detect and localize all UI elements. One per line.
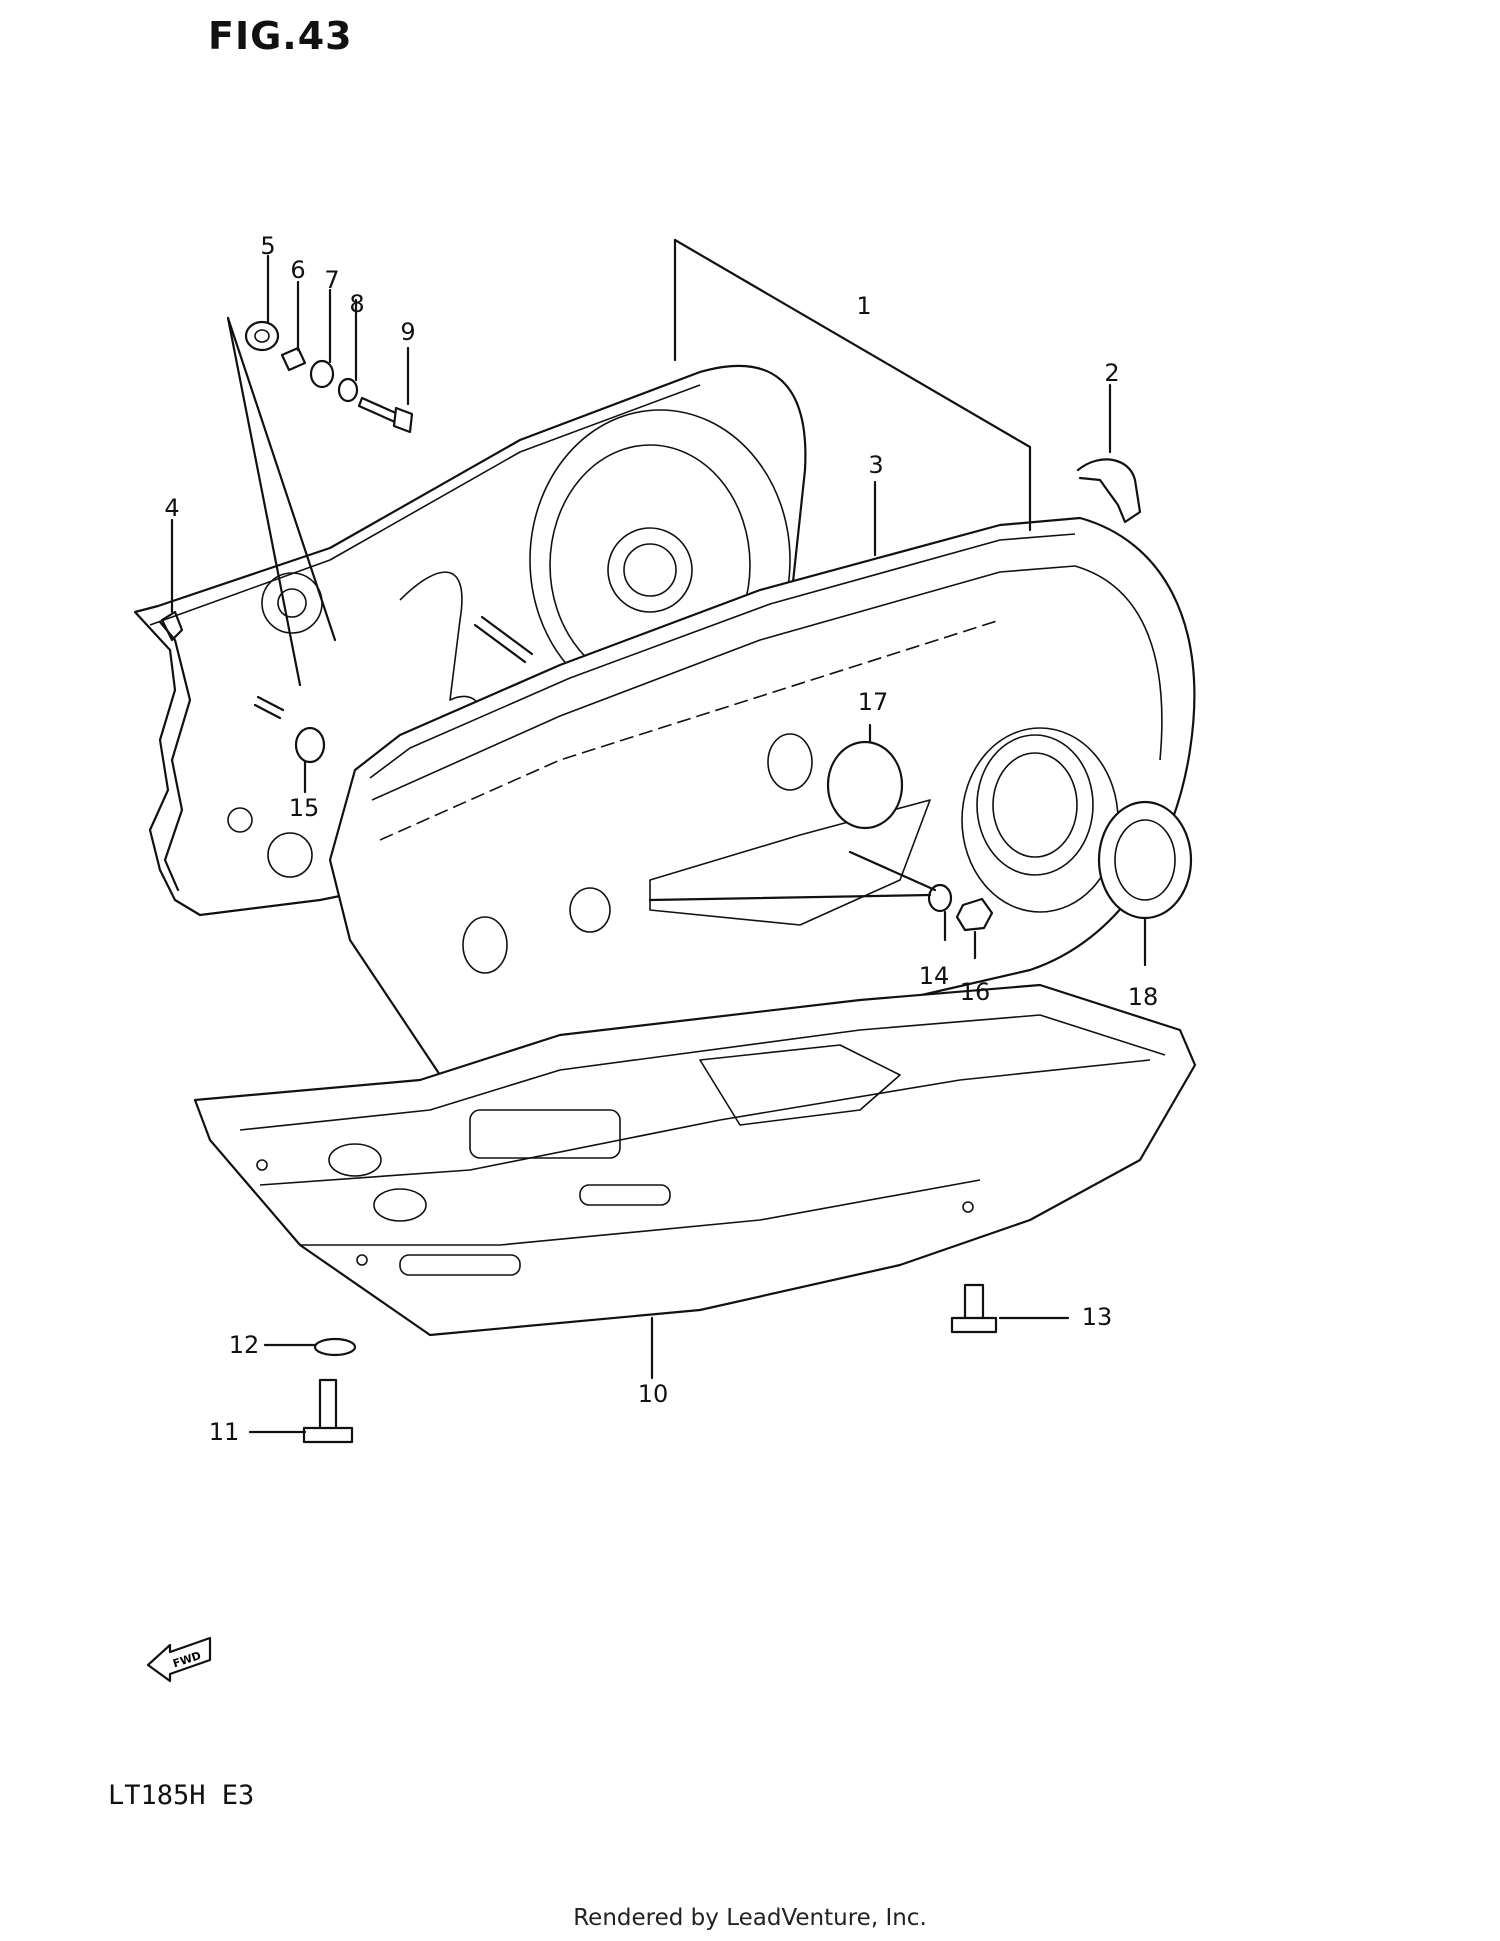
washer-15: [294, 726, 326, 764]
callout-2: 2: [1104, 359, 1119, 387]
lock-washer-8: [337, 377, 359, 403]
callout-9: 9: [400, 318, 415, 346]
callout-13: 13: [1082, 1303, 1113, 1331]
washer-14: [927, 883, 953, 913]
callout-10: 10: [638, 1380, 669, 1408]
callout-5: 5: [260, 232, 275, 260]
grommet-5: [244, 320, 280, 352]
nut-16: [955, 897, 994, 932]
callout-4: 4: [164, 494, 179, 522]
cap-17: [826, 740, 904, 830]
callout-1: 1: [856, 292, 871, 320]
skid-plate: [193, 983, 1197, 1337]
washer-12: [313, 1337, 357, 1357]
callout-15: 15: [289, 794, 320, 822]
callout-7: 7: [324, 266, 339, 294]
callout-labels: 1 2 3 4 5 6 7 8 9 10 11 12 13 14 15 16 1…: [164, 232, 1158, 1446]
callout-16: 16: [960, 978, 991, 1006]
callout-3: 3: [868, 451, 883, 479]
fwd-arrow-icon: FWD: [146, 1636, 212, 1683]
callout-6: 6: [290, 256, 305, 284]
bolt-11: [318, 1378, 338, 1432]
clamp-2: [1076, 458, 1142, 524]
callout-17: 17: [858, 688, 889, 716]
collar-6: [280, 346, 307, 372]
callout-18: 18: [1128, 983, 1159, 1011]
callout-11: 11: [209, 1418, 240, 1446]
chain-cover: [328, 516, 1196, 1137]
callout-8: 8: [349, 290, 364, 318]
bolt-9: [357, 396, 400, 424]
figure-title: FIG.43: [208, 14, 353, 58]
washer-7: [309, 359, 335, 389]
model-label: LT185H E3: [108, 1780, 255, 1811]
callout-14: 14: [919, 962, 950, 990]
bolt-13: [963, 1283, 985, 1322]
seal-4: [160, 610, 184, 642]
hardware: [160, 320, 1193, 1444]
leader-lines: [170, 238, 1147, 1434]
callout-12: 12: [229, 1331, 260, 1359]
footer-credit: Rendered by LeadVenture, Inc.: [573, 1905, 927, 1931]
